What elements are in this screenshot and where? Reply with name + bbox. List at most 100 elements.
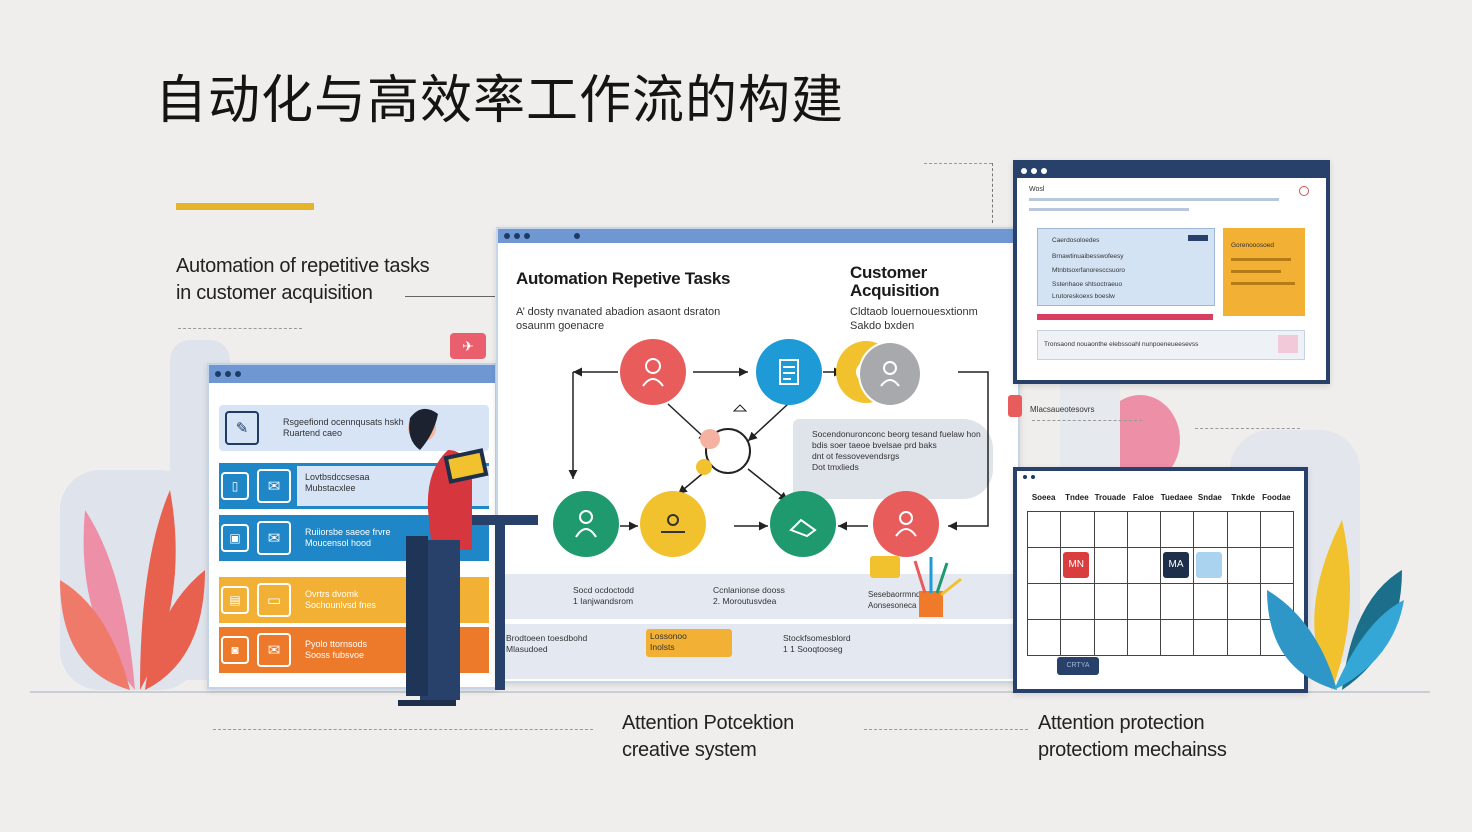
footer-item-2-title: Ccnlanionse dooss (713, 585, 785, 595)
task-row-1-sub: Ruartend caeo (283, 428, 343, 438)
calendar-cell[interactable] (1260, 512, 1294, 548)
task-row-1-title: Rsgeefiond ocennqusats hskh (283, 417, 404, 427)
task-row-3-title: Ruiiorsbe saeoe frvre (305, 527, 391, 537)
calendar-cell[interactable] (1127, 512, 1161, 548)
calendar-cell[interactable] (1194, 620, 1228, 656)
footer-item-3: Sesebaorrmnd Aonsesoneca (868, 589, 920, 611)
calendar-cell[interactable] (1194, 584, 1228, 620)
caption-bottom-center: Attention Potcektion creative system (622, 710, 794, 764)
workflow-sub-left: A’ dosty nvanated abadion asaont dsraton… (516, 305, 720, 333)
window-dot (225, 371, 231, 377)
weekday-label: Soeea (1031, 493, 1056, 502)
window-dot (1031, 475, 1035, 479)
caption-bottom-center-line2: creative system (622, 739, 757, 761)
calendar-cell[interactable] (1194, 548, 1228, 584)
workflow-node-meeting[interactable] (640, 491, 706, 557)
page-title: 自动化与高效率工作流的构建 (155, 71, 845, 131)
caption-bottom-center-line1: Attention Potcektion (622, 712, 794, 734)
calendar-cell[interactable] (1227, 548, 1261, 584)
calendar-cell[interactable] (1028, 512, 1062, 548)
calendar-cell[interactable] (1028, 548, 1062, 584)
workflow-node-handshake[interactable] (770, 491, 836, 557)
calendar-cell[interactable] (1028, 584, 1062, 620)
calendar-cell[interactable] (1227, 584, 1261, 620)
calendar-cell[interactable] (1061, 584, 1095, 620)
dashboard-card-title: Caerdosoloedes (1052, 237, 1100, 244)
window-dot (1021, 168, 1027, 174)
side-note: Socendonuronconc beorg tesand fuelaw hon… (812, 429, 981, 473)
footer-item-4-title: Brodtoeen toesdbohd (506, 633, 588, 643)
calendar-button[interactable]: CRTYA (1057, 657, 1099, 675)
calendar-cell[interactable]: MA (1161, 548, 1195, 584)
calendar-cell[interactable] (1161, 512, 1195, 548)
dashboard-card-line2: Mtnbtsoxrfanoresccsuoro (1052, 267, 1125, 274)
side-note-line3: dnt ot fessovevendsrgs (812, 451, 900, 461)
window-dot (1023, 475, 1027, 479)
footer-item-4-sub: Mlasudoed (506, 644, 548, 654)
notification-icon[interactable]: ✈ (450, 333, 486, 359)
calendar-cell[interactable] (1260, 548, 1294, 584)
meeting-icon (661, 514, 685, 533)
calendar-cell[interactable] (1227, 620, 1261, 656)
workflow-connectors (568, 367, 989, 531)
footer-item-1: Socd ocdoctodd 1 Ianjwandsrom (573, 585, 634, 607)
edit-icon: ✎ (225, 411, 259, 445)
calendar-cell[interactable] (1161, 584, 1195, 620)
calendar-event-navy[interactable]: MA (1163, 552, 1189, 578)
window-dot (1041, 168, 1047, 174)
connector-dash (1032, 420, 1142, 421)
calendar-cell[interactable] (1094, 512, 1128, 548)
calendar-cell[interactable] (1094, 548, 1128, 584)
dashboard-footer: Tronsaond nouaonthe elebssoahl nunpoeneu… (1037, 330, 1305, 360)
calendar-cell[interactable] (1061, 512, 1095, 548)
weekday-label: Sndae (1197, 493, 1222, 502)
calendar-cell[interactable] (1127, 584, 1161, 620)
dashboard-card-line4: Lrutoreskoexs boeslw (1052, 293, 1115, 300)
workflow-node-document[interactable] (756, 339, 822, 405)
calendar-cell[interactable] (1194, 512, 1228, 548)
card-tag (1188, 235, 1208, 241)
lock-icon: ▣ (221, 524, 249, 552)
task-row-3-sub: Moucensol hood (305, 538, 372, 548)
workflow-sub-right-line1: Cldtaob louernouesxtionm (850, 306, 978, 318)
bottom-dash-right (864, 729, 1028, 730)
calendar-cell[interactable]: MN (1061, 548, 1095, 584)
calendar-cell[interactable] (1161, 620, 1195, 656)
dashboard-window: Wosl Caerdosoloedes Brnawtinuaibesswofee… (1013, 160, 1330, 384)
footer-item-3-title: Sesebaorrmnd (868, 590, 921, 599)
weekday-label: Faloe (1132, 493, 1154, 502)
calendar-event-blue[interactable] (1196, 552, 1223, 578)
accent-bar (176, 203, 314, 210)
right-dash (1195, 428, 1300, 429)
user-icon (575, 510, 597, 538)
workflow-node-user[interactable] (553, 491, 619, 557)
calendar-cell[interactable] (1028, 620, 1062, 656)
dashboard-progress-bar (1037, 314, 1213, 320)
calendar-cell[interactable] (1227, 512, 1261, 548)
dashboard-card-orange[interactable]: Gorenooosoed (1223, 228, 1305, 316)
workflow-node-contact[interactable] (873, 491, 939, 557)
settings-icon[interactable] (1299, 186, 1309, 196)
person-illustration (398, 408, 538, 706)
task-row-1[interactable]: ✎ Rsgeefiond ocennqusats hskh Ruartend c… (219, 405, 489, 451)
top-dash-vertical (992, 163, 993, 223)
calendar-cell[interactable] (1127, 548, 1161, 584)
workflow-sub-right: Cldtaob louernouesxtionm Sakdo bxden (850, 305, 978, 333)
footer-item-5[interactable]: Lossonoo Inolsts (646, 629, 732, 657)
side-note-line1: Socendonuronconc beorg tesand fuelaw hon (812, 429, 981, 439)
calendar-cell[interactable] (1094, 584, 1128, 620)
dashboard-card-blue[interactable]: Caerdosoloedes Brnawtinuaibesswofeesy Mt… (1037, 228, 1215, 306)
workflow-node-person[interactable] (858, 341, 922, 407)
pen-cup-icon (913, 557, 962, 617)
calendar-cell[interactable] (1094, 620, 1128, 656)
workflow-heading-right-line2: Acquisition (850, 281, 940, 300)
handshake-icon (789, 518, 817, 538)
calendar-event-red[interactable]: MN (1063, 552, 1090, 578)
calendar-cell[interactable] (1127, 620, 1161, 656)
workflow-node-automation[interactable] (620, 339, 686, 405)
weekday-label: Trouade (1094, 493, 1126, 502)
caption-bottom-right: Attention protection protectiom mechains… (1038, 710, 1227, 764)
weekday-label: Tnkde (1231, 493, 1255, 502)
calendar-cell[interactable] (1061, 620, 1095, 656)
dashboard-window-titlebar (1017, 164, 1326, 178)
